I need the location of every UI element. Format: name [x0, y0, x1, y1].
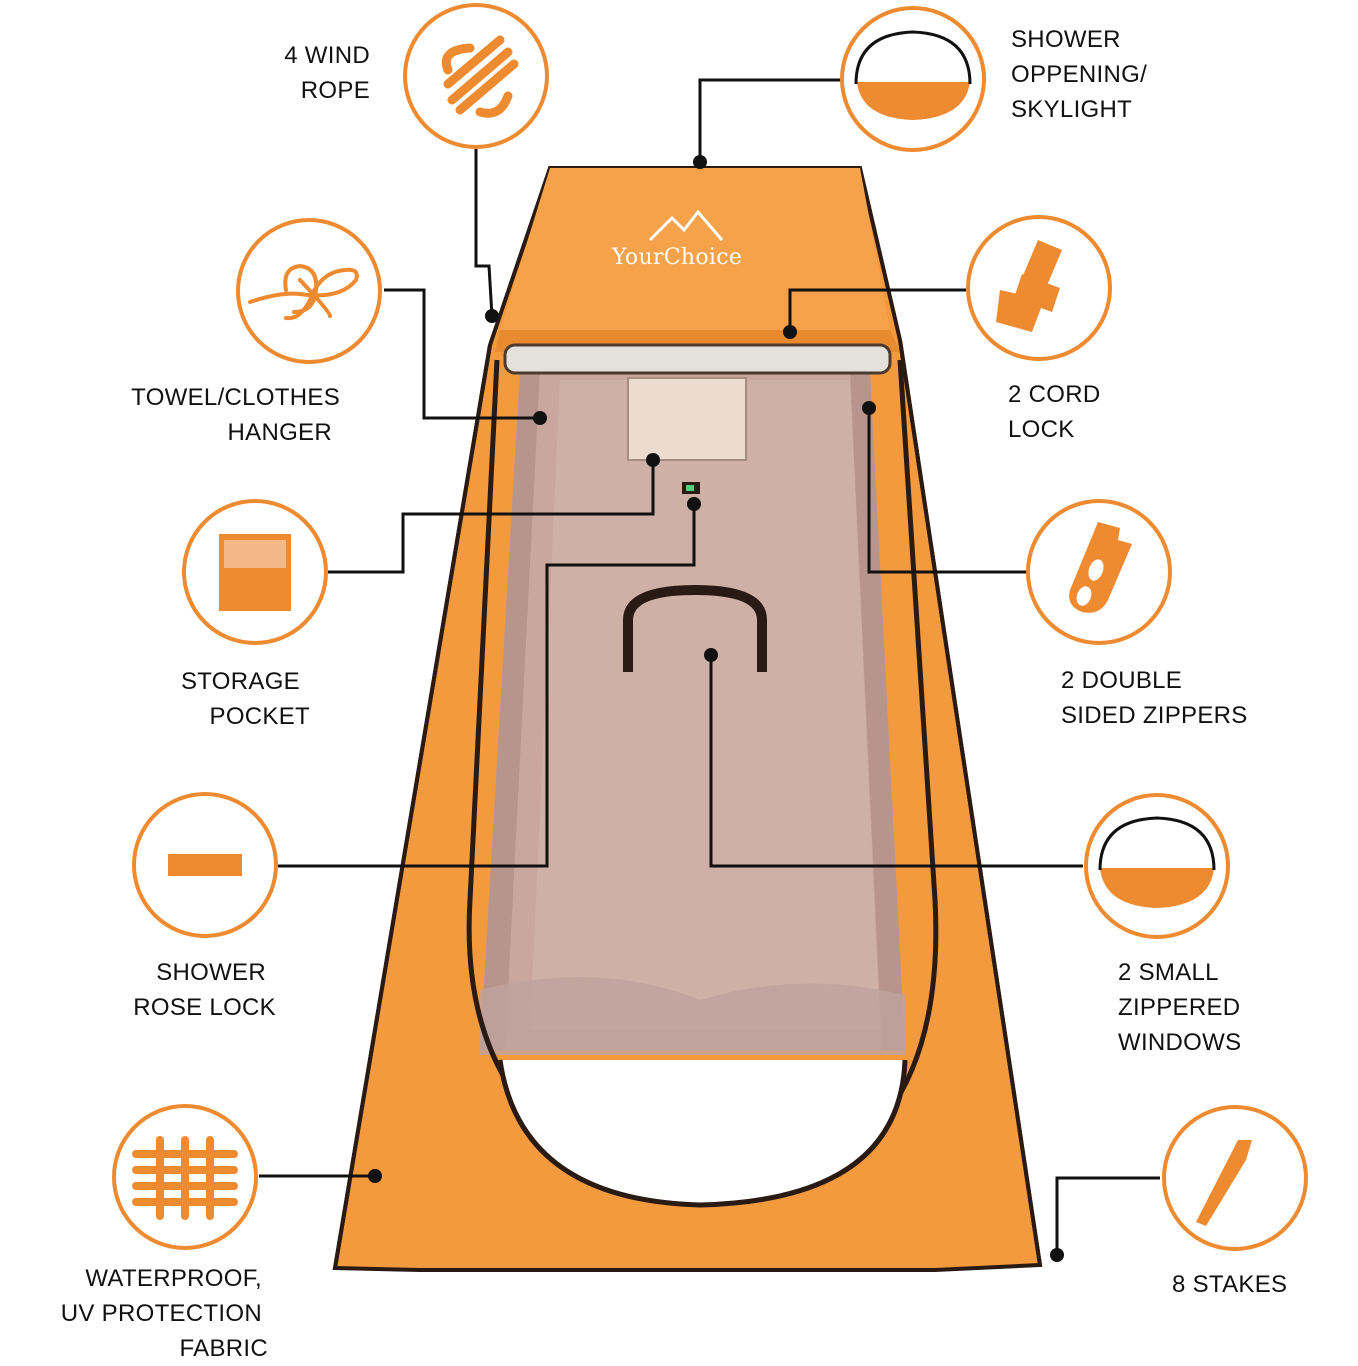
leader-lines	[259, 78, 1160, 1255]
feature-circle-cord-lock	[966, 215, 1112, 361]
feature-circle-storage-pocket	[182, 499, 328, 645]
stake-icon	[1196, 1140, 1252, 1226]
leader-dots	[368, 155, 1064, 1262]
pocket-illustration	[627, 377, 747, 461]
window-zipper-arch	[623, 584, 767, 672]
feature-circle-fabric	[112, 1104, 258, 1250]
tangled-cord-icon	[248, 263, 359, 321]
logo-mountain-icon	[648, 209, 724, 242]
zipper-pull-icon	[1069, 522, 1132, 613]
feature-circle-towel-hanger	[236, 218, 382, 364]
tent-illustration	[332, 166, 1043, 1272]
hanger-rod	[503, 343, 892, 375]
feature-circle-shower-rose-lock	[132, 792, 278, 938]
window-icon	[1098, 816, 1216, 908]
cord-lock-icon	[996, 240, 1062, 332]
feature-circle-wind-rope	[403, 3, 549, 149]
brand-logo-text: YourChoice	[612, 245, 743, 270]
feature-circle-shower-opening	[840, 6, 986, 152]
feature-circle-double-zippers	[1026, 499, 1172, 645]
label-stakes: 8 STAKES	[1172, 1271, 1288, 1298]
feature-circle-zippered-windows	[1084, 793, 1230, 939]
strap-icon	[168, 854, 242, 876]
grid-fabric-icon	[132, 1136, 238, 1220]
feature-circle-stakes	[1162, 1105, 1308, 1251]
dome-opening-icon	[854, 30, 972, 120]
pocket-icon	[219, 534, 291, 611]
rope-coil-icon	[441, 35, 519, 118]
